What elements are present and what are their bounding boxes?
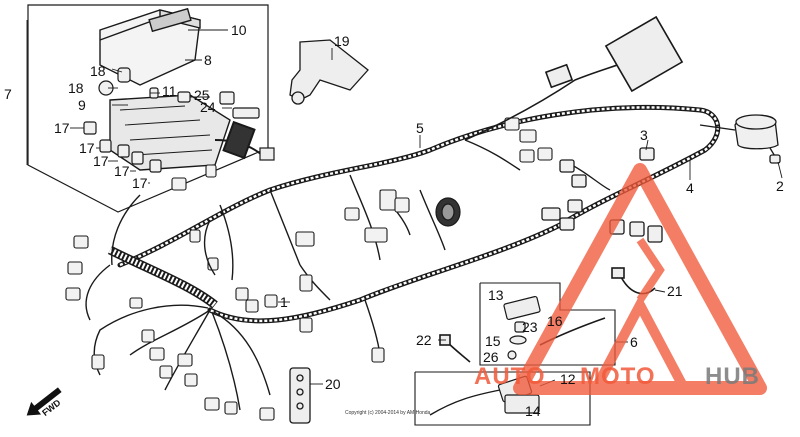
watermark-brand-left: AUTO [474, 363, 546, 390]
callout-11: 11 [162, 83, 177, 99]
fuse-box-cable [214, 120, 275, 161]
main-harness [117, 104, 721, 324]
callout-18-upper: 18 [90, 63, 106, 79]
harness-branches-middle [203, 139, 521, 356]
callout-1: 1 [280, 294, 288, 310]
copyright-text: Copyright (c) 2004-2014 by AM Honda [345, 410, 431, 416]
callout-13: 13 [488, 287, 504, 303]
callout-17-e: 17 [132, 175, 148, 191]
callout-26: 26 [483, 349, 499, 365]
callout-16: 16 [547, 313, 563, 329]
callout-5: 5 [416, 120, 424, 136]
callout-3: 3 [640, 127, 648, 143]
sub-lead-22 [439, 334, 471, 363]
watermark-wordmark: AUTO MOTO HUB [474, 363, 760, 390]
harness-bundle-left [85, 194, 271, 411]
callout-2: 2 [776, 178, 784, 194]
callout-19: 19 [334, 33, 350, 49]
fwd-arrow-icon [26, 387, 62, 416]
callout-17-a: 17 [54, 120, 70, 136]
lower-right-parts [429, 295, 606, 416]
connector-plate-20 [289, 367, 311, 424]
fuse-items [83, 67, 260, 173]
upper-right-lead [464, 15, 684, 141]
callout-17-b: 17 [79, 140, 95, 156]
callout-25: 25 [194, 87, 210, 103]
callout-9: 9 [78, 97, 86, 113]
callout-17-c: 17 [93, 153, 109, 169]
callout-7: 7 [4, 86, 12, 102]
connectors-middle [235, 117, 553, 363]
callout-labels: 10 8 18 18 11 25 9 24 7 17 17 17 17 17 1… [4, 22, 784, 419]
callout-6: 6 [630, 334, 638, 350]
connectors-left [65, 164, 275, 421]
callout-18-lower: 18 [68, 80, 84, 96]
callout-20: 20 [325, 376, 341, 392]
callout-15: 15 [485, 333, 501, 349]
callout-14: 14 [525, 403, 541, 419]
callout-22: 22 [416, 332, 432, 348]
sub-lead-21 [611, 267, 656, 295]
bracket-19 [289, 39, 369, 105]
callout-4: 4 [686, 180, 694, 196]
callout-24: 24 [200, 99, 216, 115]
callout-17-d: 17 [114, 163, 130, 179]
callout-10: 10 [231, 22, 247, 38]
watermark-logo [513, 163, 767, 395]
watermark-brand-middle: MOTO [580, 363, 656, 390]
callout-8: 8 [204, 52, 212, 68]
round-coupler [435, 197, 461, 227]
callout-23: 23 [522, 319, 538, 335]
fwd-indicator: FWD [26, 387, 63, 418]
right-components [541, 114, 781, 243]
watermark-brand-right: HUB [705, 363, 760, 390]
callout-12: 12 [560, 371, 576, 387]
fuse-box-cover [99, 7, 201, 86]
callout-21: 21 [667, 283, 683, 299]
